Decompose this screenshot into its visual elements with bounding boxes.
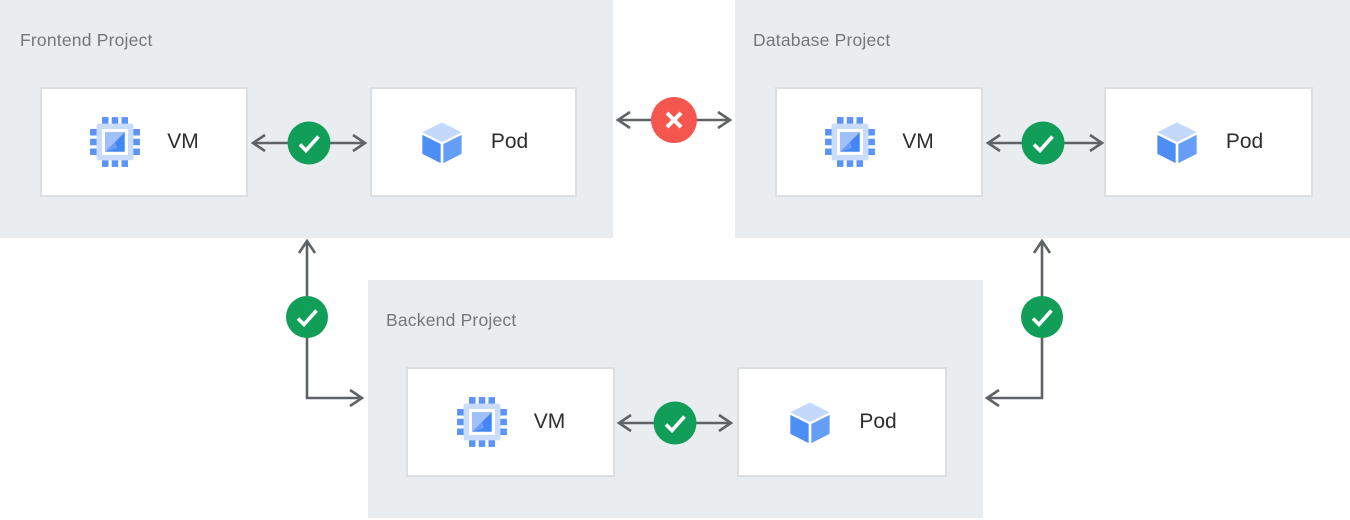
node-label: Pod — [859, 410, 897, 433]
panel-database-title: Database Project — [753, 30, 891, 50]
node-label: VM — [533, 410, 566, 433]
vm-icon — [456, 397, 507, 447]
pod-icon — [422, 122, 462, 164]
node-label: Pod — [490, 130, 529, 153]
check-circle-icon — [286, 296, 328, 338]
vm-icon — [825, 117, 876, 167]
pod-icon — [790, 402, 830, 444]
node-card-database-pod: Pod — [1104, 87, 1313, 197]
node-label: VM — [902, 130, 934, 153]
check-circle-icon — [1021, 296, 1063, 338]
node-card-database-vm: VM — [775, 87, 983, 197]
node-card-backend-vm: VM — [406, 367, 615, 477]
node-card-frontend-pod: Pod — [370, 87, 577, 197]
node-card-frontend-vm: VM — [40, 87, 248, 197]
arrow-frontend-database-blocked — [615, 97, 733, 143]
pod-icon — [1157, 122, 1197, 164]
panel-frontend-title: Frontend Project — [20, 30, 153, 50]
node-label: VM — [167, 130, 199, 153]
panel-backend-title: Backend Project — [386, 310, 517, 330]
connector-frontend-backend — [286, 238, 365, 408]
node-label: Pod — [1225, 130, 1264, 153]
x-circle-icon — [651, 97, 697, 143]
connector-database-backend — [984, 238, 1063, 408]
node-card-backend-pod: Pod — [737, 367, 947, 477]
vm-icon — [90, 117, 141, 167]
